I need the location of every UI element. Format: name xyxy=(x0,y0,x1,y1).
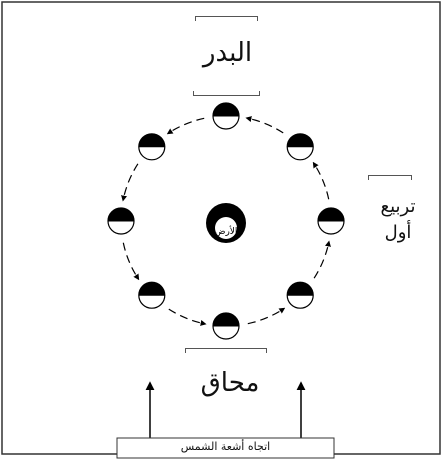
sunlight-direction-label: اتجاه أشعة الشمس xyxy=(117,440,334,453)
full-moon-label: البدر xyxy=(190,38,265,68)
orbit-arc xyxy=(314,164,329,199)
full-moon-bracket-top xyxy=(195,16,258,17)
new-moon-label: محاق xyxy=(185,368,275,398)
orbit-arc xyxy=(314,243,329,278)
first-quarter-bracket-top xyxy=(368,175,412,176)
orbit-arc xyxy=(169,118,204,133)
moon-phase-icon xyxy=(139,134,165,160)
first-quarter-label-line1: تربيع xyxy=(368,196,428,217)
new-moon-bracket-top xyxy=(185,348,267,349)
orbit-arc xyxy=(248,309,283,324)
moon-phase-icon xyxy=(287,282,313,308)
moon-phase-icon xyxy=(108,208,134,234)
orbit-arc xyxy=(123,243,138,278)
orbit-arc xyxy=(123,164,138,199)
moon-phase-icon xyxy=(287,134,313,160)
moon-phase-icon xyxy=(318,208,344,234)
first-quarter-label-line2: أول xyxy=(368,222,428,243)
full-moon-bracket-bottom xyxy=(193,95,260,96)
moon-phase-icon xyxy=(139,282,165,308)
earth-label: الأرض xyxy=(201,227,251,237)
orbit-arc xyxy=(169,309,204,324)
moon-phase-icon xyxy=(213,313,239,339)
earth-icon xyxy=(206,203,246,243)
moon-phase-icon xyxy=(213,103,239,129)
orbit-arc xyxy=(248,118,283,133)
